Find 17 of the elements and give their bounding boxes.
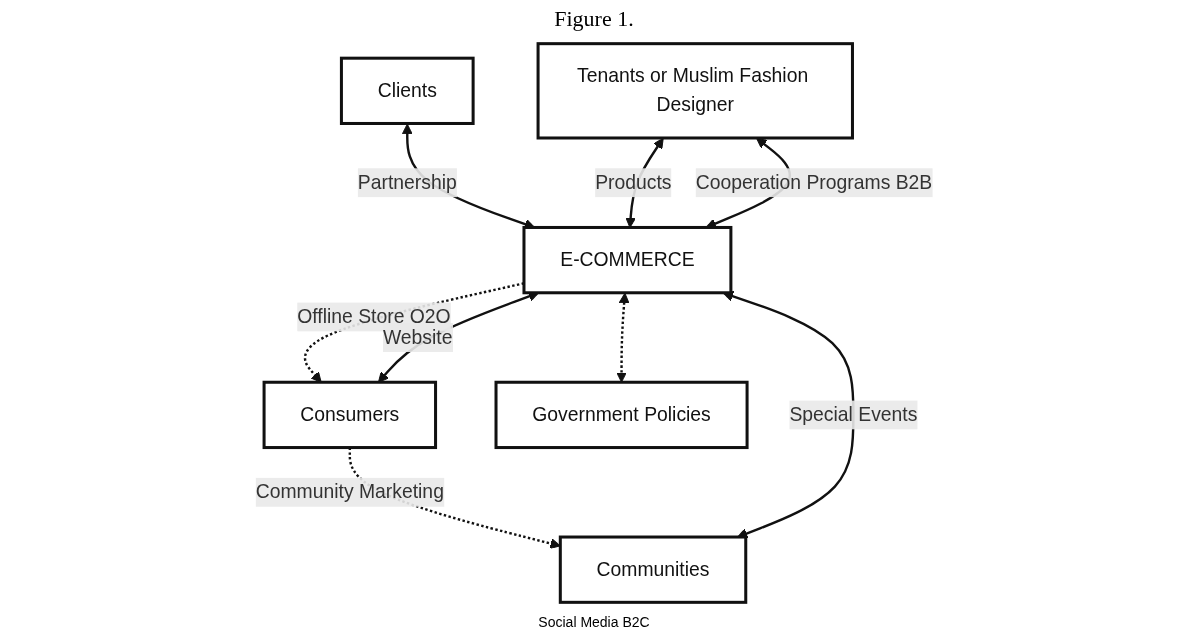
node-box: Consumers <box>262 380 438 450</box>
node-box: Clients <box>339 56 475 125</box>
node-box: E-COMMERCE <box>522 225 733 295</box>
figure-title: Figure 1. <box>554 6 634 32</box>
note-text: Social Media B2C <box>538 614 650 630</box>
edge-label: Website <box>382 326 453 348</box>
arrow <box>616 292 630 383</box>
edge-label: Community Marketing <box>255 481 444 502</box>
edge-label: Products <box>595 171 672 193</box>
node-box: Government Policies <box>494 380 749 450</box>
node-box: Communities <box>558 535 748 604</box>
edge-label: Special Events <box>789 404 918 425</box>
node-box: Tenants or Muslim Fashion Designer <box>536 42 854 140</box>
arrow <box>722 291 855 539</box>
edge-label: Cooperation Programs B2B <box>695 171 933 193</box>
edge-label: Partnership <box>357 171 457 193</box>
edge-label: Offline Store O2O <box>297 306 451 327</box>
